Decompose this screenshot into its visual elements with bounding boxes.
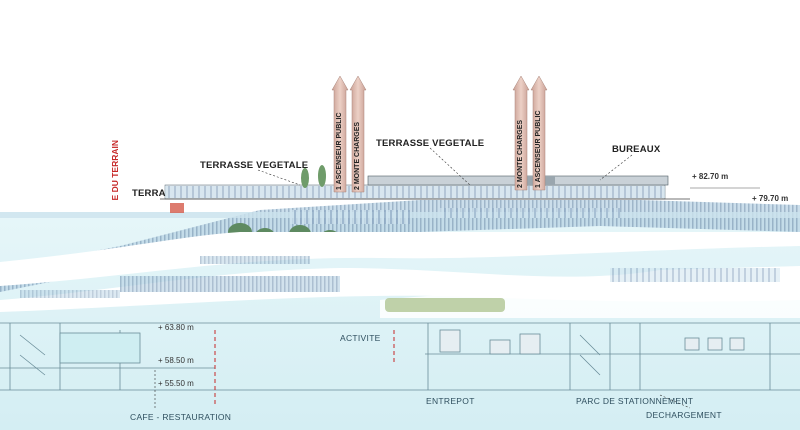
parc-stationnement-label: PARC DE STATIONNEMENT: [576, 396, 694, 406]
solar-panels: [20, 256, 780, 298]
perspective-facade: [0, 200, 800, 292]
arrow3-text: 2 MONTE CHARGES: [517, 119, 524, 188]
leader-lines: [154, 147, 691, 409]
level-58-50: + 58.50 m: [158, 356, 194, 365]
terra-label: TERRA: [132, 188, 166, 199]
level-55-50: + 55.50 m: [158, 379, 194, 388]
red-markers: [214, 330, 395, 405]
arrow1-text: 1 ASCENSEUR PUBLIC: [336, 112, 343, 190]
elevator-arrows: [331, 75, 548, 193]
roof-building: [160, 175, 760, 200]
level-79-70: + 79.70 m: [752, 194, 789, 203]
arrow4-text: 1 ASCENSEUR PUBLIC: [535, 110, 542, 188]
lower-section: [0, 322, 800, 391]
du-terrain-label: E DU TERRAIN: [110, 140, 120, 201]
terrasse-vegetale-right-label: TERRASSE VEGETALE: [376, 138, 485, 149]
arrow2-text: 2 MONTE CHARGES: [354, 121, 361, 190]
activite-label: ACTIVITE: [340, 333, 381, 343]
level-82-70: + 82.70 m: [692, 172, 729, 181]
terrace-trees: [301, 165, 360, 188]
entrepot-label: ENTREPOT: [426, 396, 475, 406]
cafe-restauration-label: CAFE - RESTAURATION: [130, 412, 232, 422]
terrasse-vegetale-left-label: TERRASSE VEGETALE: [200, 160, 309, 171]
level-63-80: + 63.80 m: [158, 323, 194, 332]
green-hedge: [385, 298, 505, 312]
bureaux-label: BUREAUX: [612, 144, 661, 155]
dechargement-label: DECHARGEMENT: [646, 410, 722, 420]
